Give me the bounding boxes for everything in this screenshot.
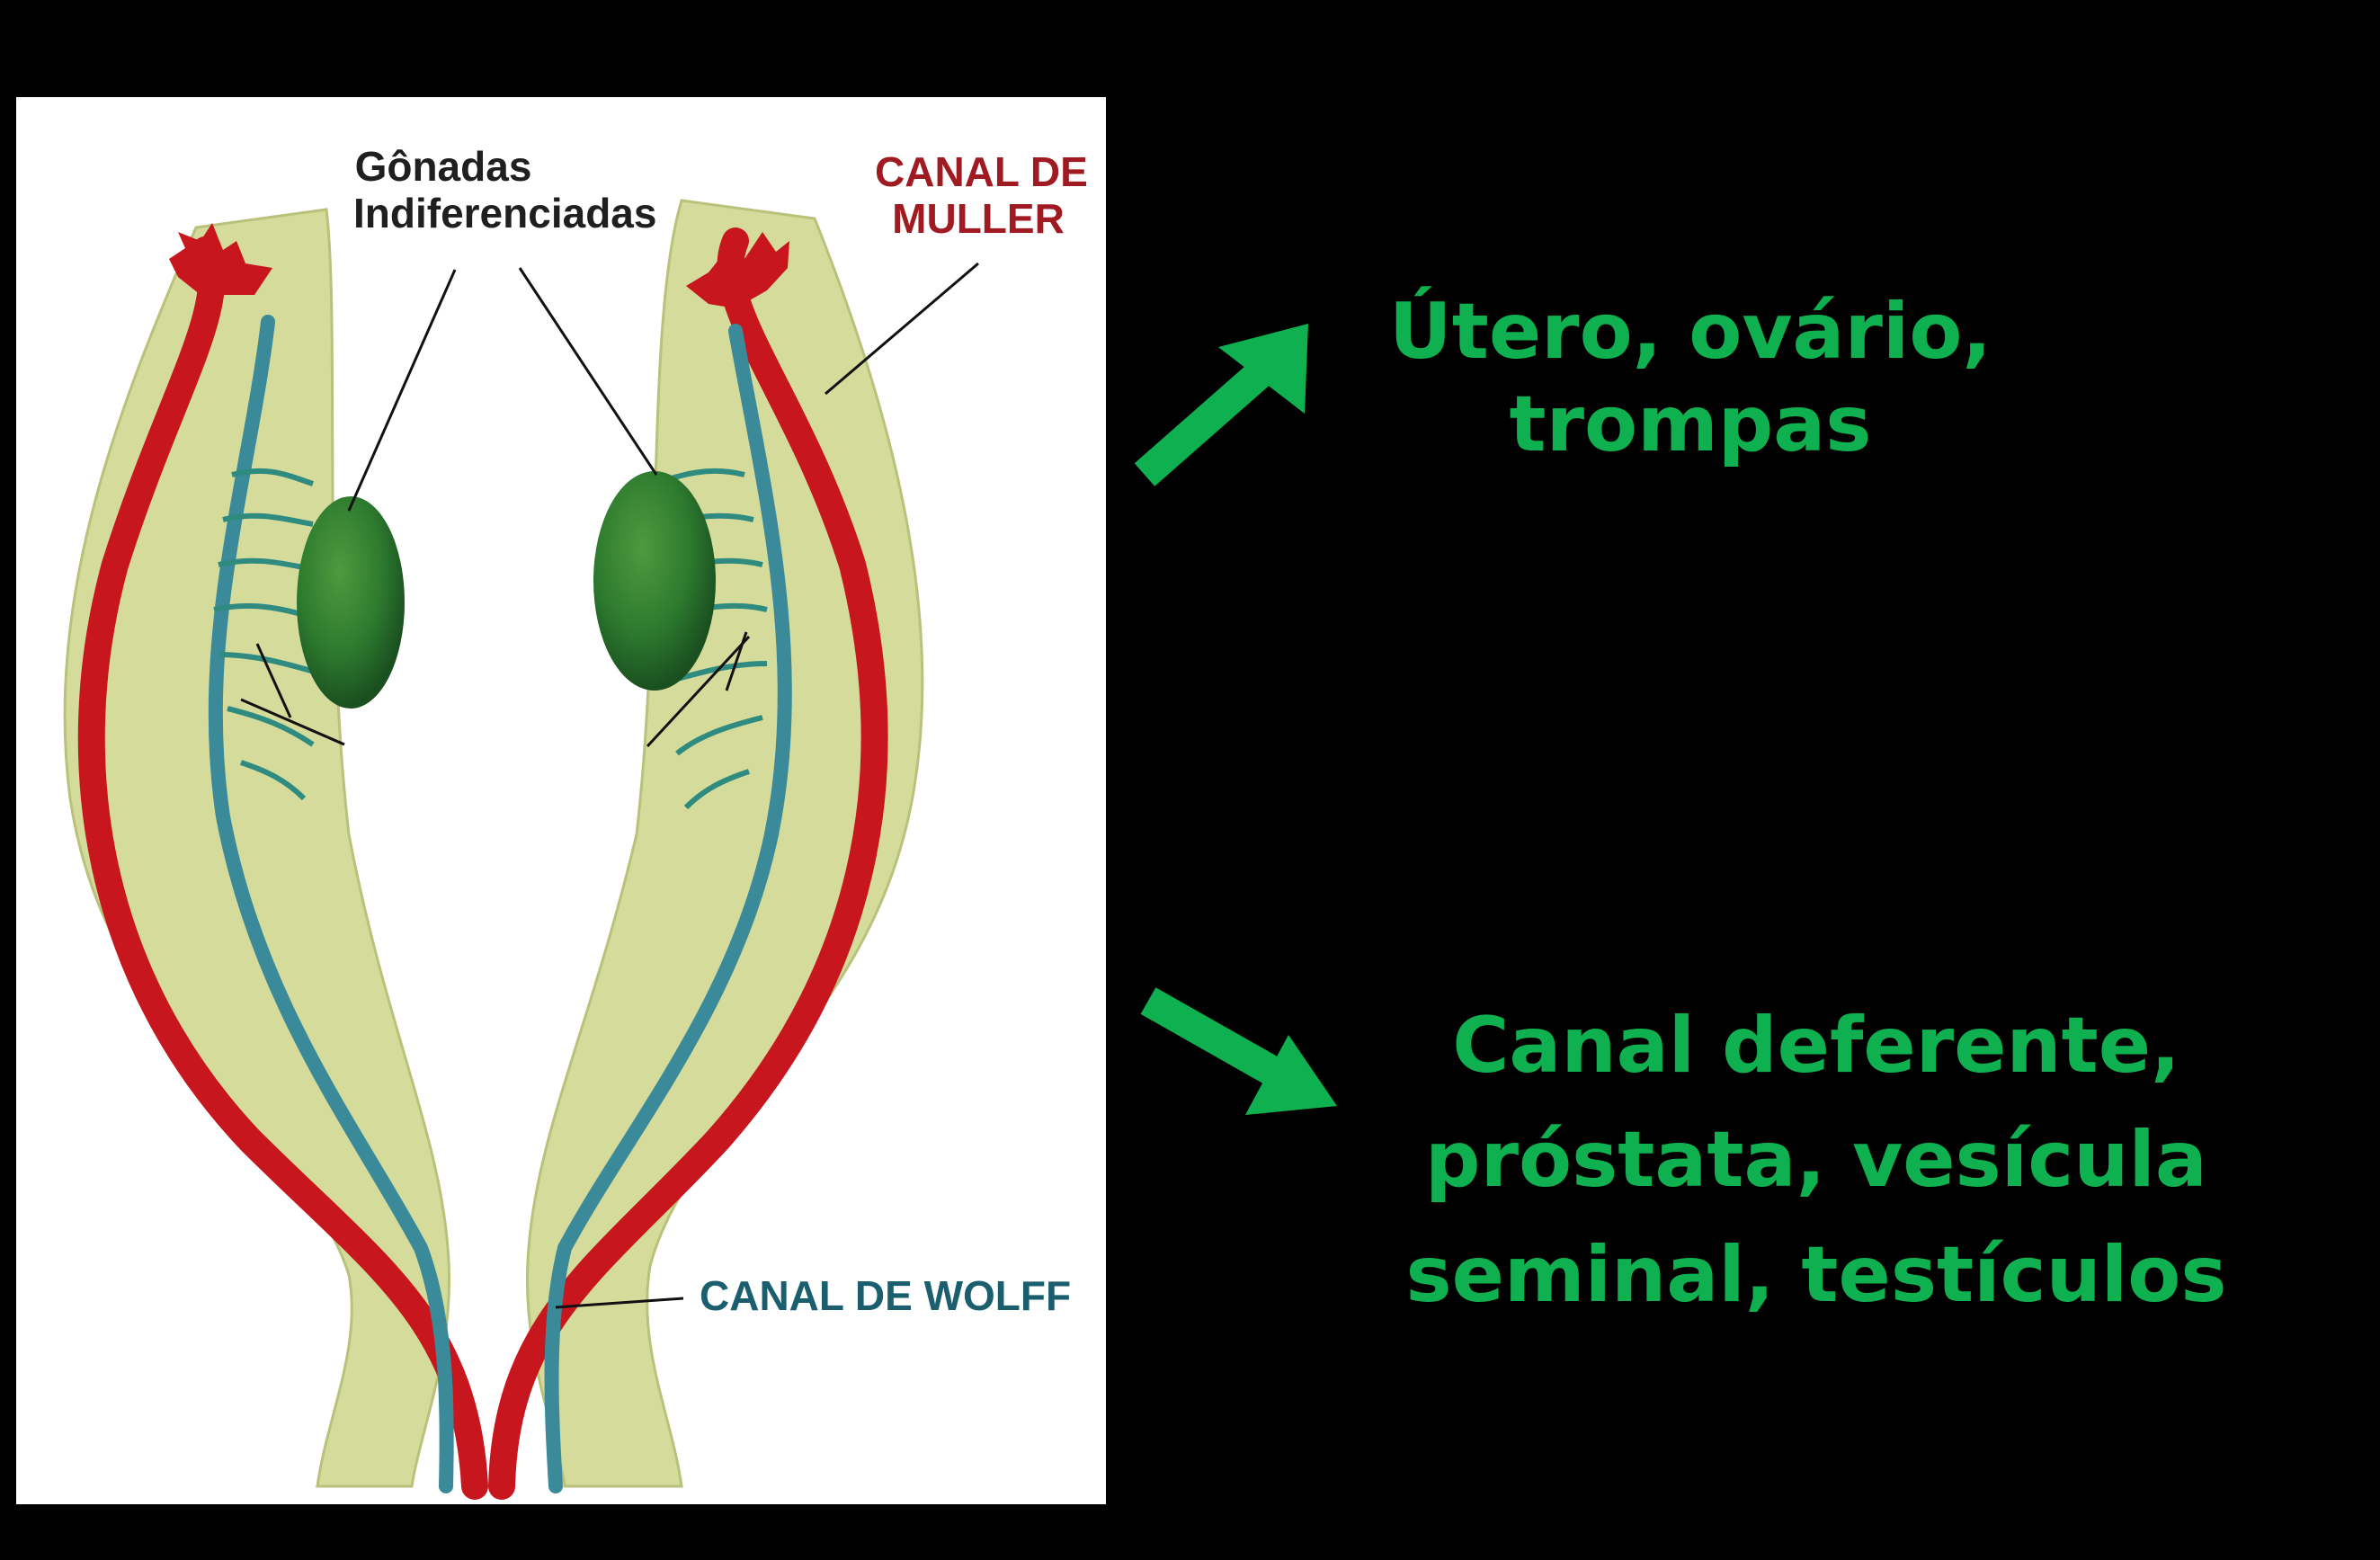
female-outcome-line-1: Útero, ovário, [1313,286,2068,379]
label-gonads-line-1: Gônadas [353,144,533,191]
label-muller-line-2: MULLER [875,196,1082,243]
male-outcome-text: Canal deferente, próstata, vesícula semi… [1331,989,2302,1333]
female-outcome-text: Útero, ovário, trompas [1313,286,2068,471]
male-outcome-line-1: Canal deferente, [1331,989,2302,1103]
label-muller-line-1: CANAL DE [875,149,1082,196]
left-gonad [297,496,405,709]
label-canal-de-wolff: CANAL DE WOLFF [700,1273,1071,1320]
right-gonad [593,471,716,691]
label-canal-de-muller: CANAL DE MULLER [875,149,1082,242]
label-gonadas-indiferenciadas: Gônadas Indiferenciadas [353,144,533,236]
female-outcome-line-2: trompas [1313,379,2068,471]
male-outcome-line-2: próstata, vesícula [1331,1103,2302,1217]
male-outcome-line-3: seminal, testículos [1331,1218,2302,1333]
arrow-up-right-icon [1128,315,1326,495]
duct-diagram-panel: Gônadas Indiferenciadas CANAL DE MULLER … [16,97,1106,1504]
label-gonads-line-2: Indiferenciadas [353,191,533,237]
arrow-down-right-icon [1137,985,1353,1128]
